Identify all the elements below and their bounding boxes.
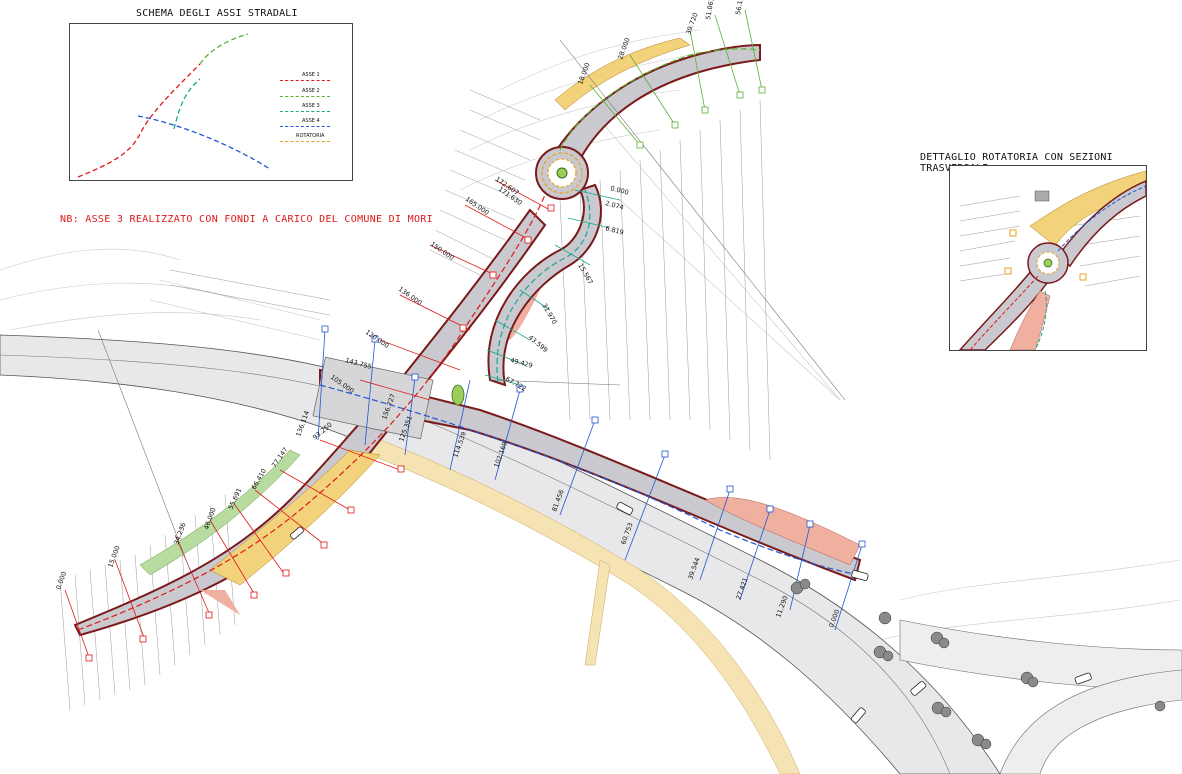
axis-lines bbox=[77, 48, 861, 631]
chainage-a1-10: 136.000 bbox=[397, 285, 424, 307]
legend-label-asse4: ASSE 4 bbox=[302, 118, 320, 124]
legend-line-asse2 bbox=[280, 96, 330, 97]
terrain-contours bbox=[0, 29, 1181, 641]
chainage-a1-1: 15.000 bbox=[106, 545, 121, 569]
chainage-a1-11: 150.000 bbox=[429, 240, 456, 262]
chainage-a1-12: 165.000 bbox=[464, 195, 491, 217]
legend-label-asse1: ASSE 1 bbox=[302, 72, 320, 78]
sections-asse1 bbox=[64, 179, 551, 661]
embankment-yellow bbox=[209, 449, 381, 586]
detail-roundabout-sketch bbox=[958, 170, 1147, 351]
sections-asse4 bbox=[317, 329, 863, 631]
chainage-a3-2: 6.819 bbox=[604, 224, 624, 237]
chainage-a1-9: 120.000 bbox=[364, 328, 391, 350]
asse1-line bbox=[77, 194, 546, 631]
chainage-a3-7: 67.722 bbox=[504, 375, 528, 393]
cycle-path bbox=[369, 439, 801, 774]
embankment-red bbox=[200, 590, 240, 615]
legend-line-rotatoria bbox=[280, 141, 330, 142]
chainage-a2-2: 39.720 bbox=[684, 12, 699, 36]
asse4-road bbox=[319, 368, 862, 582]
chainage-a3-3: 15.567 bbox=[576, 262, 594, 286]
legend-label-rotatoria: ROTATORIA bbox=[296, 133, 325, 139]
asse3-line bbox=[496, 189, 591, 383]
chainage-a3-4: 31.970 bbox=[540, 302, 558, 326]
vehicles bbox=[290, 501, 1092, 724]
asse3-road bbox=[487, 183, 602, 387]
chainage-a2-4: 56.156 bbox=[734, 0, 746, 15]
funding-note: NB: ASSE 3 REALIZZATO CON FONDI A CARICO… bbox=[60, 214, 433, 225]
legend-label-asse3: ASSE 3 bbox=[302, 103, 320, 109]
chainage-a3-0: 0.000 bbox=[609, 184, 629, 197]
asse4-line bbox=[319, 384, 861, 576]
schema-inset: ASSE 1 ASSE 2 ASSE 3 ASSE 4 ROTATORIA bbox=[69, 23, 353, 181]
sections-asse3 bbox=[484, 189, 621, 386]
chainage-a3-6: 49.429 bbox=[509, 356, 533, 370]
legend-line-asse3 bbox=[280, 111, 330, 112]
legend-label-asse2: ASSE 2 bbox=[302, 88, 320, 94]
legend-line-asse1 bbox=[280, 80, 330, 81]
right-branch-road bbox=[899, 619, 1182, 691]
detail-inset bbox=[949, 165, 1147, 351]
sections-asse2 bbox=[589, 9, 763, 146]
chainage-a1-0: 0.000 bbox=[54, 570, 68, 590]
legend-line-asse4 bbox=[280, 126, 330, 127]
section-markers bbox=[85, 86, 866, 662]
trees bbox=[790, 578, 1166, 750]
asse2-line bbox=[559, 48, 761, 151]
chainage-a2-3: 51.063 bbox=[704, 0, 716, 20]
schema-axes-sketch bbox=[77, 33, 271, 178]
chainage-a3-5: 43.599 bbox=[527, 333, 550, 354]
schema-title: SCHEMA DEGLI ASSI STRADALI bbox=[136, 8, 298, 19]
